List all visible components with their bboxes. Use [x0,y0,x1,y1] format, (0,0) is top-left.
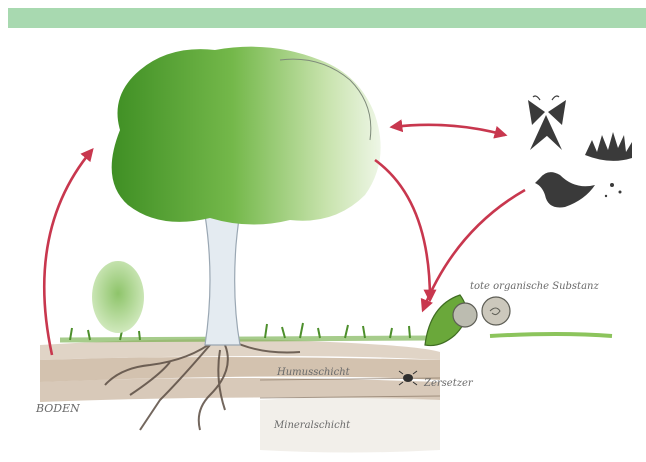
grass [60,323,612,340]
soil-layers [40,339,440,452]
label-decomposers: Zersetzer [423,378,474,389]
arrow-soil-to-tree [44,150,92,355]
tree-canopy [112,47,381,225]
arrow-tree-to-dead-matter [375,160,430,300]
bird-icon [535,172,622,207]
hedgehog-icon [585,132,632,161]
arrow-tree-animals [392,125,505,135]
label-soil: BODEN [35,402,80,415]
label-dead-matter: tote organische Substanz [470,281,599,292]
label-humus: Humusschicht [276,367,351,378]
arrow-animals-to-dead-matter [423,190,525,310]
label-mineral: Mineralschicht [273,420,351,431]
bush [92,261,144,333]
butterfly-icon [528,96,566,150]
